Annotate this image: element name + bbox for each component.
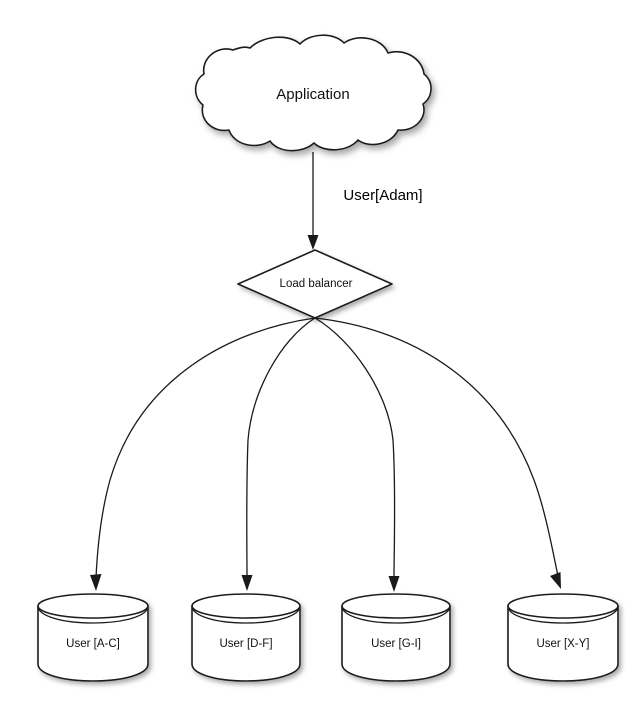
arrowhead-to-balancer <box>307 235 319 250</box>
edge-balancer-to-db-x-y <box>314 317 559 577</box>
edge-balancer-to-db-a-c <box>95 317 316 579</box>
arrowhead-to-db-a-c <box>90 574 102 591</box>
edge-label-user-adam: User[Adam] <box>343 187 422 204</box>
cylinder-inner-arc <box>341 605 451 624</box>
database-label-g-i: User [G-I] <box>371 638 421 650</box>
cylinder-icon <box>507 593 619 682</box>
cylinder-inner-arc <box>191 605 301 624</box>
node-database-g-i[interactable]: User [G-I] <box>341 593 451 682</box>
edges-balancer-to-databases <box>90 317 561 592</box>
edge-application-to-balancer: User[Adam] <box>307 152 423 250</box>
arrowhead-to-db-d-f <box>241 575 253 591</box>
node-load-balancer[interactable]: Load balancer <box>237 249 393 319</box>
cylinder-inner-arc <box>37 605 149 624</box>
cylinder-inner-arc <box>507 605 619 624</box>
cloud-label: Application <box>276 86 349 103</box>
edge-balancer-to-db-g-i <box>314 317 396 579</box>
node-database-x-y[interactable]: User [X-Y] <box>507 593 619 682</box>
cloud-icon <box>194 34 432 152</box>
arrowhead-to-db-x-y <box>550 572 561 589</box>
arrowhead-to-db-g-i <box>388 576 400 592</box>
node-database-a-c[interactable]: User [A-C] <box>37 593 149 682</box>
database-label-x-y: User [X-Y] <box>536 638 589 650</box>
database-label-d-f: User [D-F] <box>219 638 272 650</box>
node-database-d-f[interactable]: User [D-F] <box>191 593 301 682</box>
load-balancer-label: Load balancer <box>280 278 353 290</box>
node-application-cloud[interactable]: Application <box>194 34 432 152</box>
database-label-a-c: User [A-C] <box>66 638 120 650</box>
edge-balancer-to-db-d-f <box>246 317 316 579</box>
